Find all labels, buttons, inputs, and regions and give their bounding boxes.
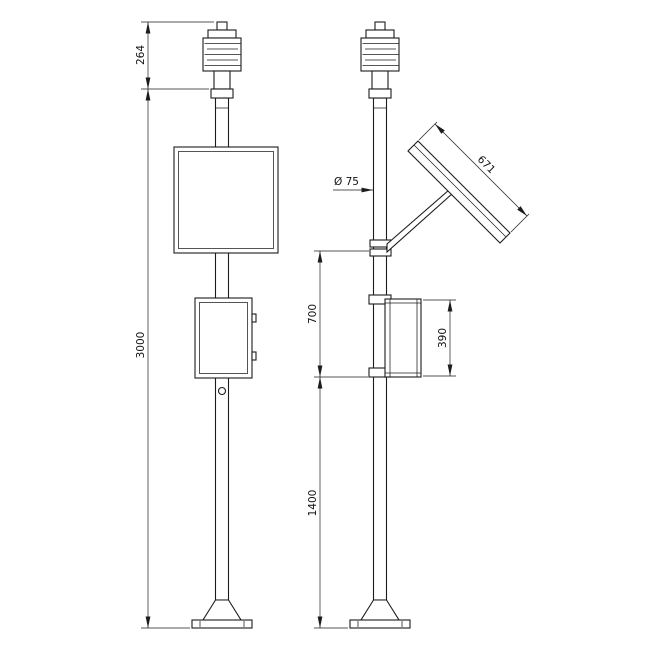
dim-sensor-height: 264 (135, 21, 214, 90)
dim-bracket-to-box: 700 (307, 250, 369, 378)
dim-label-pole-diameter: Ø 75 (334, 176, 359, 188)
front-view: 264 3000 (135, 21, 279, 629)
box-hinge-top (251, 313, 257, 323)
solar-panel-front (173, 146, 279, 254)
box-hinge-bottom (251, 351, 257, 361)
base-side (349, 599, 411, 629)
dim-label-3000: 3000 (135, 332, 147, 359)
dim-pole-diameter: Ø 75 (333, 176, 373, 193)
dim-box-to-base: 1400 (307, 377, 348, 629)
dim-label-671: 671 (475, 154, 498, 177)
dim-label-1400: 1400 (307, 490, 319, 517)
dim-box-height: 390 (423, 299, 456, 377)
panel-strut (386, 189, 454, 254)
base-front (191, 599, 253, 629)
dim-label-390: 390 (437, 328, 449, 348)
control-box-front (194, 297, 257, 379)
cable-gland-front (217, 386, 227, 396)
solar-panel-side (407, 140, 511, 244)
dim-total-height: 3000 (135, 89, 190, 629)
dim-label-700: 700 (307, 304, 319, 324)
weather-sensor-side (360, 21, 400, 99)
side-view: Ø 75 671 700 1400 390 (307, 21, 530, 629)
weather-sensor-front (202, 21, 242, 99)
dim-label-264: 264 (135, 45, 147, 65)
control-box-side (384, 298, 422, 378)
